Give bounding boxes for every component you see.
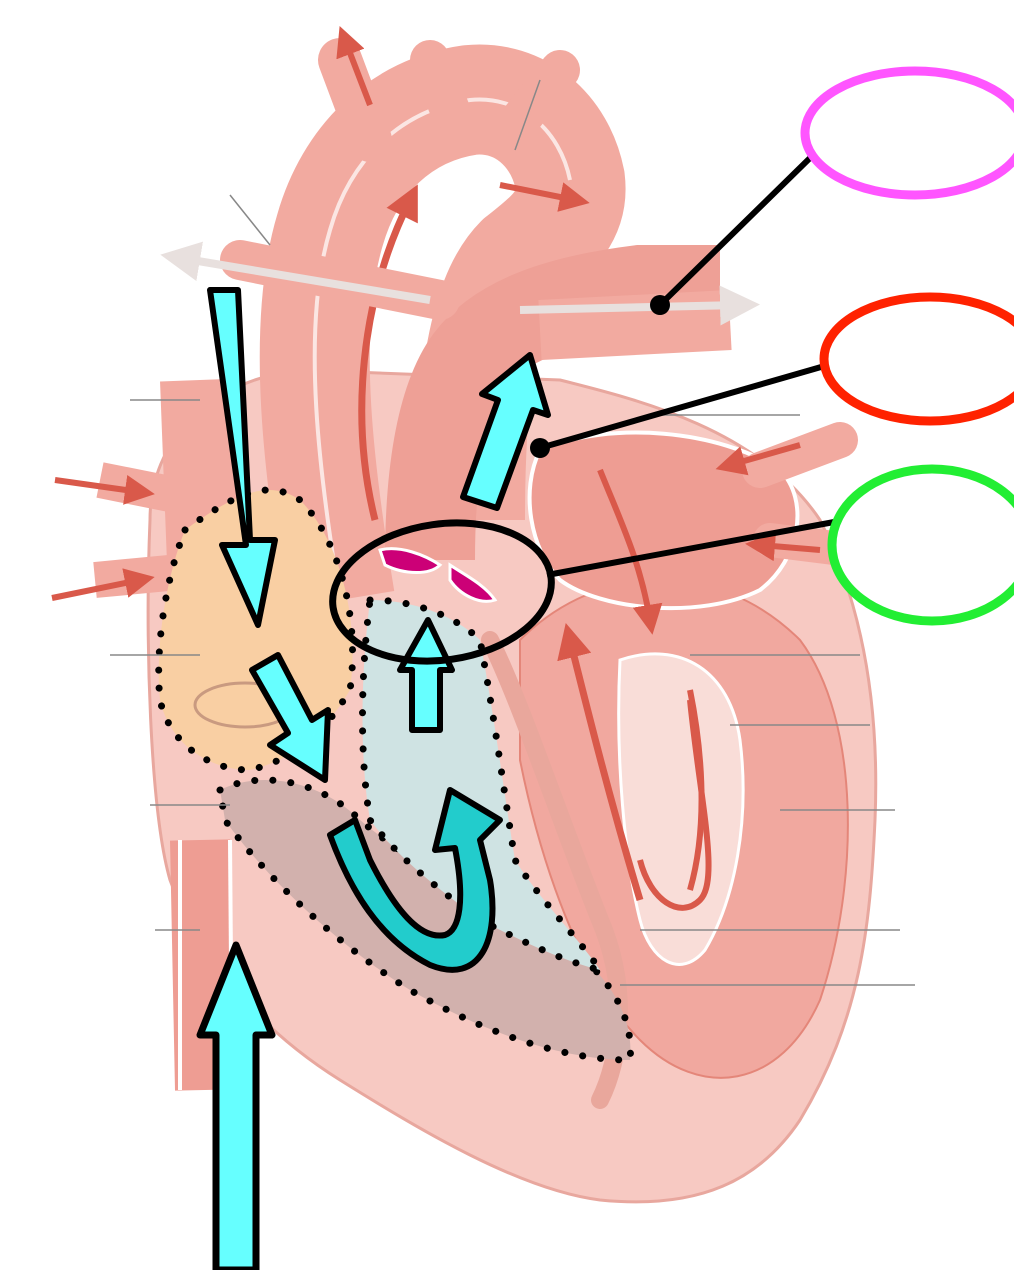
inferior-vena-cava xyxy=(170,839,235,1091)
cyan-arrow-icon xyxy=(207,287,278,628)
red-arrow-icon xyxy=(597,468,663,635)
green-leader-line xyxy=(546,517,846,578)
grey-arrow-icon xyxy=(160,241,431,304)
red-loop-icon xyxy=(637,699,712,911)
aortic-branch xyxy=(500,50,580,140)
label-ovals xyxy=(800,66,1014,626)
right-ventricle-region xyxy=(216,776,634,1064)
red-arrow-icon xyxy=(715,442,801,476)
deoxygenated-flow-arrows xyxy=(196,287,551,1270)
red-arrow-icon xyxy=(358,184,418,521)
cyan-arrow-icon xyxy=(249,652,331,783)
magenta-leader-line xyxy=(657,155,813,308)
red-leader-line xyxy=(539,362,829,451)
red-arrow-icon xyxy=(499,182,590,212)
red-arrow-icon xyxy=(745,531,821,562)
cyan-u-turn-arrow-icon xyxy=(327,787,503,973)
red-label-oval xyxy=(819,292,1014,426)
grey-arrow-icon xyxy=(519,285,760,326)
red-arrow-icon xyxy=(51,568,155,601)
cyan-arrow-icon xyxy=(196,941,276,1270)
semilunar-valve-icon xyxy=(378,547,443,574)
left-pulmonary-artery xyxy=(538,290,732,360)
magenta-leader-dot xyxy=(650,295,670,315)
red-arrow-icon xyxy=(336,25,373,107)
aortic-branch xyxy=(410,40,470,130)
semilunar-valve-icon xyxy=(448,562,498,603)
green-label-oval xyxy=(827,464,1014,626)
faint-leader-lines xyxy=(110,79,915,986)
cyan-arrow-icon xyxy=(397,617,455,733)
label-leaders xyxy=(530,155,846,578)
magenta-label-oval xyxy=(800,66,1014,200)
cyan-arrow-icon xyxy=(460,352,551,511)
pulmonary-valve xyxy=(329,519,555,665)
red-arrow-icon xyxy=(557,623,644,902)
red-arrow-icon xyxy=(54,475,155,505)
red-leader-dot xyxy=(530,438,550,458)
left-heart-flow xyxy=(557,468,712,911)
aortic-branch xyxy=(318,38,392,162)
